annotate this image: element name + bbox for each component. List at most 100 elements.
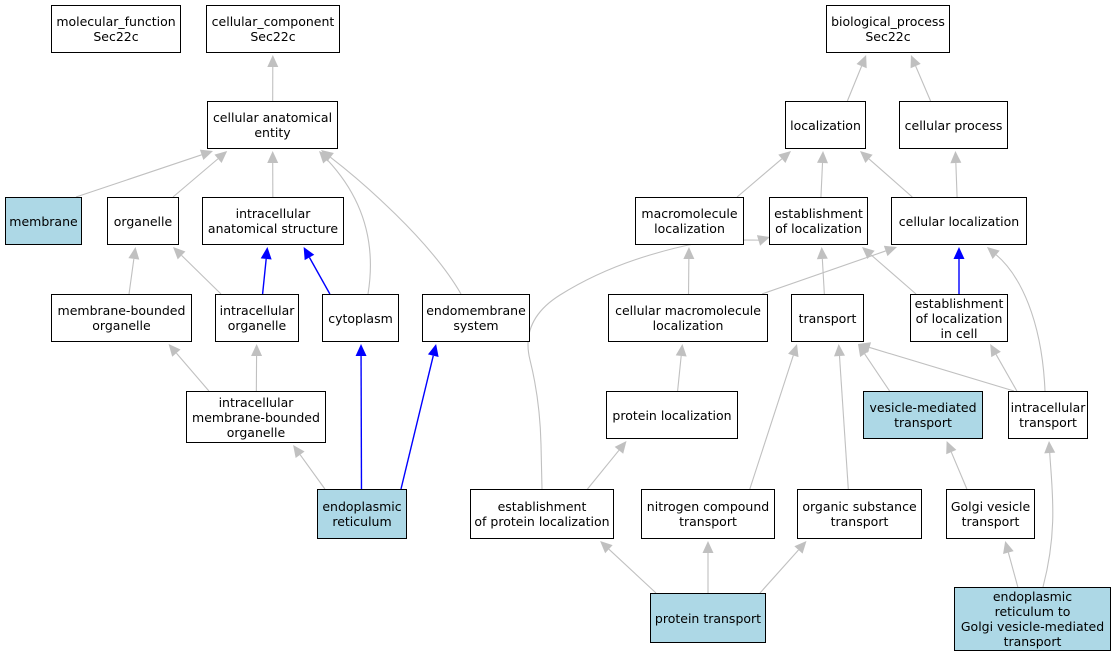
edge-mbo-to-org-arrowhead <box>128 247 140 260</box>
node-cellular-localization: cellular localization <box>891 197 1027 245</box>
node-establishment-of-localization: establishment of localization <box>769 197 868 245</box>
edge-gvt-to-vmt <box>950 451 968 490</box>
edge-imbo-to-io-arrowhead <box>251 344 263 357</box>
edge-ergt-to-it <box>1042 452 1054 588</box>
edge-epl-to-eol <box>527 239 760 490</box>
edge-ems-to-cae <box>330 156 462 295</box>
edge-pl-to-cml-arrowhead <box>675 344 687 357</box>
edge-io-to-ias <box>261 258 267 295</box>
edge-org-to-cae-arrowhead <box>214 151 228 163</box>
node-protein-transport: protein transport <box>650 593 766 643</box>
node-cellular-process: cellular process <box>899 101 1008 149</box>
edge-mem-to-cae-arrowhead <box>199 149 213 161</box>
node-localization: localization <box>785 101 866 149</box>
edge-pt-to-ost <box>759 549 799 594</box>
edge-loc-to-bp <box>846 65 863 102</box>
edge-cml-to-cl <box>761 250 886 295</box>
edge-tr-to-eol-arrowhead <box>816 247 828 260</box>
edge-vmt-to-tr-arrowhead <box>858 344 870 358</box>
node-macromolecule-localization: macromolecule localization <box>635 197 744 245</box>
edge-ml-to-loc <box>736 158 783 198</box>
edge-cyt-to-cae <box>326 159 371 295</box>
node-organelle: organelle <box>107 197 179 245</box>
edge-it-to-eolc <box>995 354 1018 392</box>
edge-eolc-to-cl-arrowhead <box>953 247 965 259</box>
node-intracellular-membrane-bounded-organelle: intracellular membrane-bounded organelle <box>186 391 326 443</box>
node-golgi-vesicle-transport: Golgi vesicle transport <box>946 489 1035 539</box>
edge-cp-to-bp-arrowhead <box>910 55 921 69</box>
edge-er-to-ems <box>400 355 434 490</box>
node-membrane: membrane <box>5 197 82 245</box>
edge-er-to-imbo-arrowhead <box>293 445 305 458</box>
edge-epl-to-eol-arrowhead <box>756 235 770 246</box>
edge-mbo-to-org <box>128 258 135 295</box>
node-vesicle-mediated-transport: vesicle-mediated transport <box>863 391 983 439</box>
edge-cyt-to-ias-arrowhead <box>303 247 315 261</box>
edge-pt-to-epl <box>608 548 657 594</box>
node-establishment-of-localization-in-cell: establishment of localization in cell <box>910 294 1008 342</box>
node-endomembrane-system: endomembrane system <box>422 294 530 342</box>
node-endoplasmic-reticulum: endoplasmic reticulum <box>317 489 407 539</box>
node-organic-substance-transport: organic substance transport <box>797 489 922 539</box>
edge-pl-to-cml <box>677 355 682 392</box>
edge-ost-to-tr-arrowhead <box>834 344 845 357</box>
node-intracellular-organelle: intracellular organelle <box>215 294 299 342</box>
node-cytoplasm: cytoplasm <box>322 294 399 342</box>
edge-er-to-cyt-arrowhead <box>355 344 367 357</box>
node-intracellular-transport: intracellular transport <box>1008 391 1088 439</box>
node-molecular-function: molecular_function Sec22c <box>51 5 181 53</box>
node-cellular-macromolecule-localization: cellular macromolecule localization <box>608 294 768 342</box>
edge-epl-to-pl <box>587 449 620 490</box>
edge-cml-to-cl-arrowhead <box>883 245 897 257</box>
node-nitrogen-compound-transport: nitrogen compound transport <box>641 489 775 539</box>
edge-cl-to-cp-arrowhead <box>950 151 962 164</box>
edge-cp-to-bp <box>915 65 932 102</box>
edge-ml-to-loc-arrowhead <box>778 151 791 163</box>
edge-cyt-to-ias <box>308 257 331 295</box>
edge-er-to-imbo <box>299 454 326 490</box>
edge-er-to-ems-arrowhead <box>427 344 439 357</box>
edge-cae-to-cc-arrowhead <box>267 55 279 68</box>
node-er-to-golgi-vesicle-mediated-transport: endoplasmic reticulum to Golgi vesicle-m… <box>954 587 1111 651</box>
edge-nct-to-tr <box>749 355 794 490</box>
edge-cl-to-loc-arrowhead <box>860 151 873 164</box>
edge-org-to-cae <box>172 158 219 198</box>
edge-it-to-cl <box>995 254 1046 392</box>
node-membrane-bounded-organelle: membrane-bounded organelle <box>51 294 192 342</box>
node-biological-process: biological_process Sec22c <box>826 5 950 53</box>
edge-loc-to-bp-arrowhead <box>856 55 867 69</box>
edge-imbo-to-mbo <box>175 352 210 392</box>
edge-io-to-org-arrowhead <box>173 247 186 260</box>
edge-imbo-to-mbo-arrowhead <box>168 344 181 357</box>
edge-pt-to-epl-arrowhead <box>600 541 613 554</box>
edge-nct-to-tr-arrowhead <box>788 344 799 358</box>
node-transport: transport <box>791 294 864 342</box>
edge-it-to-cl-arrowhead <box>987 247 1000 259</box>
node-intracellular-anatomical-structure: intracellular anatomical structure <box>202 197 344 245</box>
edge-vmt-to-tr <box>864 353 891 392</box>
edge-pt-to-nct-arrowhead <box>702 541 714 553</box>
edge-eolc-to-eol <box>870 254 917 295</box>
edge-it-to-tr <box>869 346 1015 392</box>
edge-eol-to-loc-arrowhead <box>817 151 828 164</box>
edge-io-to-ias-arrowhead <box>260 247 272 260</box>
edge-ias-to-cae-arrowhead <box>267 151 279 164</box>
edge-eol-to-loc <box>820 162 824 198</box>
edge-it-to-tr-arrowhead <box>858 342 872 353</box>
node-establishment-of-protein-localization: establishment of protein localization <box>470 489 614 539</box>
edge-ems-to-cae-arrowhead <box>321 150 334 162</box>
edge-it-to-eolc-arrowhead <box>990 344 1001 358</box>
edge-cl-to-cp <box>955 162 958 198</box>
edge-cml-to-ml-arrowhead <box>683 247 695 260</box>
edge-mem-to-cae <box>75 154 202 198</box>
edge-ergt-to-gvt-arrowhead <box>1003 541 1014 555</box>
edge-tr-to-eol <box>821 258 825 295</box>
edge-pt-to-ost-arrowhead <box>794 541 807 554</box>
edge-epl-to-pl-arrowhead <box>614 441 627 454</box>
node-cellular-anatomical-entity: cellular anatomical entity <box>207 101 338 149</box>
edge-ost-to-tr <box>838 355 849 490</box>
edge-gvt-to-vmt-arrowhead <box>946 441 957 455</box>
edge-eolc-to-eol-arrowhead <box>862 247 875 260</box>
